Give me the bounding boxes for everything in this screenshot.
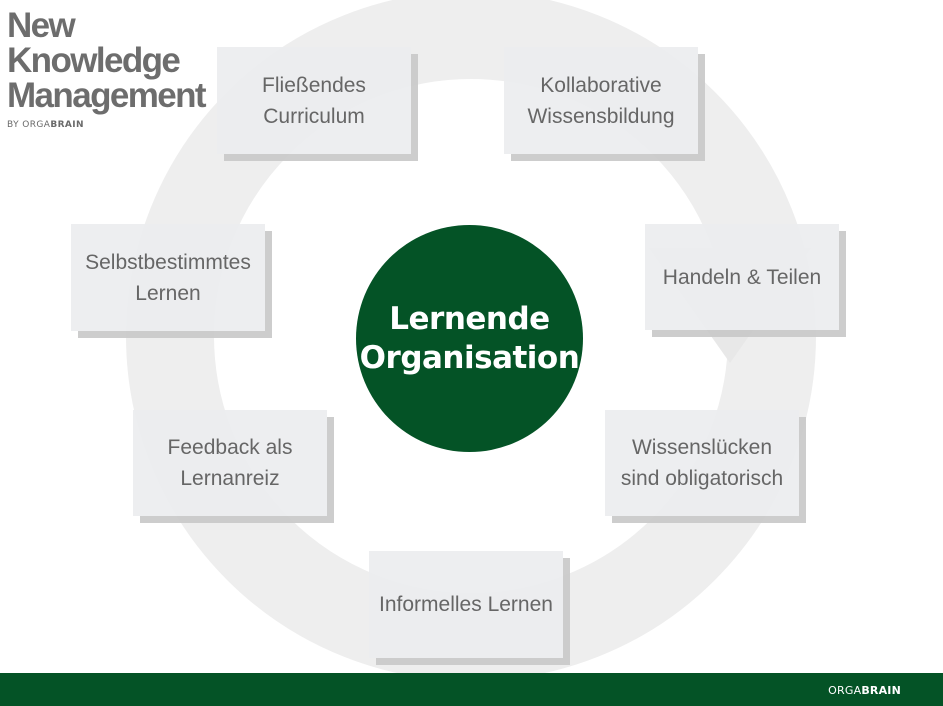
cycle-card-label: Selbstbestimmtes Lernen (85, 250, 251, 305)
cycle-card-selbstbestimmtes-lernen: Selbstbestimmtes Lernen (71, 224, 265, 331)
cycle-card-label: Wissenslücken sind obligatorisch (620, 436, 784, 490)
cycle-card-label: Handeln & Teilen (662, 265, 822, 289)
brand-title: New Knowledge Management (7, 6, 207, 115)
cycle-card-kollaborative-wissensbildung: Kollaborative Wissensbildung (504, 47, 698, 154)
center-hub-label: Lernende Organisation (359, 300, 580, 376)
footer-brand-bold: BRAIN (861, 684, 901, 697)
footer-brand: ORGABRAIN (828, 684, 901, 697)
cycle-card-wissensluecken: Wissenslücken sind obligatorisch (605, 410, 799, 516)
cycle-card-feedback-lernanreiz: Feedback als Lernanreiz (133, 410, 327, 516)
cycle-card-handeln-teilen: Handeln & Teilen (645, 224, 839, 330)
footer-bar: ORGABRAIN (0, 673, 943, 706)
cycle-card-label: Fließendes Curriculum (262, 73, 366, 128)
cycle-card-label: Kollaborative Wissensbildung (527, 73, 675, 128)
cycle-card-fliessendes-curriculum: Fließendes Curriculum (217, 47, 411, 154)
brand-byline: BY ORGABRAIN (7, 120, 205, 130)
cycle-card-label: Informelles Lernen (379, 593, 553, 616)
brand-title-line: Management (7, 76, 207, 115)
brand-logo: New Knowledge Management BY ORGABRAIN (7, 6, 207, 130)
brand-byline-bold: BRAIN (50, 120, 84, 130)
cycle-card-label: Feedback als Lernanreiz (167, 436, 293, 490)
center-hub: Lernende Organisation (356, 225, 583, 452)
brand-byline-prefix: BY ORGA (7, 120, 51, 130)
cycle-card-informelles-lernen: Informelles Lernen (369, 551, 563, 658)
brand-title-line: Knowledge (7, 41, 181, 80)
brand-title-line: New (7, 6, 76, 45)
footer-brand-prefix: ORGA (828, 684, 862, 697)
